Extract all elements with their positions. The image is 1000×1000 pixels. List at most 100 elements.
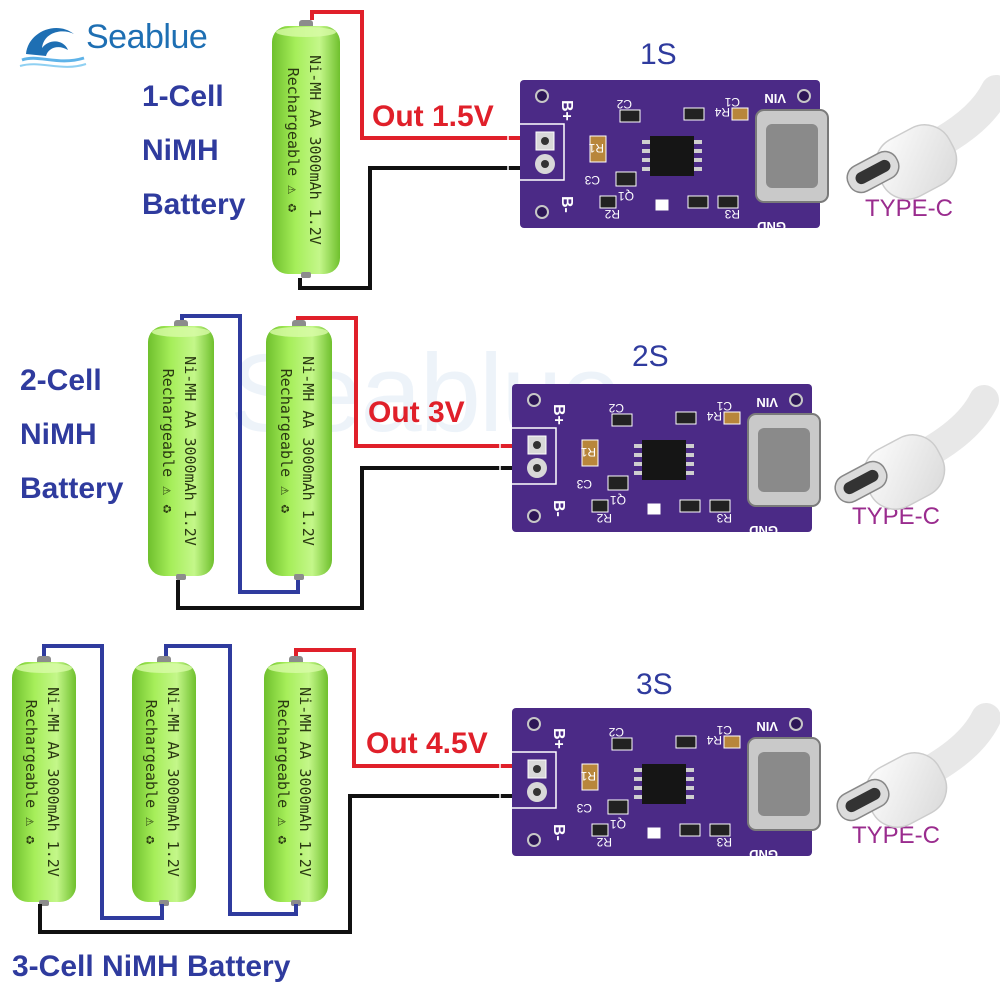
smd-component xyxy=(723,735,741,749)
battery-label-line-1: Ni-MH AA 3000mAh 1.2V xyxy=(306,55,324,245)
battery-body xyxy=(264,662,328,902)
smd-component xyxy=(709,499,731,513)
smd-component xyxy=(731,107,749,121)
silk-b-plus: B+ xyxy=(550,404,567,425)
mounting-hole xyxy=(535,89,549,103)
battery-label-line-2: Rechargeable ⚠ ♻ xyxy=(159,369,177,514)
smd-component xyxy=(647,827,661,839)
silk-r1: R1 xyxy=(588,141,604,155)
smd-component xyxy=(599,195,617,209)
silk-r2: R2 xyxy=(596,511,612,525)
ic-pin xyxy=(694,167,702,171)
section-2-battery-label: 2-Cell NiMH Battery xyxy=(20,354,123,516)
silk-c1: C1 xyxy=(724,95,740,109)
usb-c-plug-contacts xyxy=(855,159,891,185)
mounting-hole xyxy=(527,833,541,847)
smd-component xyxy=(679,823,701,837)
pad-b-minus-hole xyxy=(533,788,541,796)
section-3-wire-series-2 xyxy=(164,644,298,916)
smd-component xyxy=(581,763,599,791)
section-1-series-label: 1S xyxy=(640,38,677,71)
wave-icon xyxy=(19,27,87,68)
usb-c-receptacle-inner xyxy=(758,752,810,816)
battery-top-highlight xyxy=(268,663,324,673)
section-2-output-label: Out 3V xyxy=(368,396,465,429)
section-3-series-label: 3S xyxy=(636,668,673,701)
ic-pin xyxy=(634,471,642,475)
ic-pin xyxy=(634,444,642,448)
pad-b-plus-hole xyxy=(541,137,549,145)
ic-pin xyxy=(686,795,694,799)
section-1-battery-label: 1-Cell NiMH Battery xyxy=(142,70,245,232)
ic-pin xyxy=(642,149,650,153)
ic-pin xyxy=(634,786,642,790)
smd-component xyxy=(607,475,629,491)
smd-component xyxy=(687,195,709,209)
ic-pin xyxy=(642,158,650,162)
section-1-wire-positive xyxy=(310,10,536,140)
ic-pin xyxy=(634,795,642,799)
mounting-hole xyxy=(535,205,549,219)
silk-c3: C3 xyxy=(576,801,592,815)
silk-q1: Q1 xyxy=(610,493,626,507)
silk-q1: Q1 xyxy=(610,817,626,831)
usb-c-plug-contacts xyxy=(843,469,879,495)
section-2-wire-positive xyxy=(296,316,536,448)
ic-pin xyxy=(686,471,694,475)
pad-b-plus-hole xyxy=(533,441,541,449)
battery-body xyxy=(148,326,214,576)
battery-top-highlight xyxy=(136,663,192,673)
smd-component xyxy=(647,503,661,515)
smd-component xyxy=(607,799,629,815)
battery-terminal-negative xyxy=(294,574,304,580)
battery-label-line-1: Ni-MH AA 3000mAh 1.2V xyxy=(296,687,314,877)
smd-component xyxy=(589,135,607,163)
section-2-series-label: 2S xyxy=(632,340,669,373)
ic-pin xyxy=(686,453,694,457)
battery-top-highlight xyxy=(270,327,328,337)
usb-c-receptacle-inner xyxy=(766,124,818,188)
ic-pin xyxy=(634,462,642,466)
silk-b-plus: B+ xyxy=(558,100,575,121)
battery-top-highlight xyxy=(152,327,210,337)
battery-connector-outline xyxy=(507,123,565,181)
silk-c1: C1 xyxy=(716,399,732,413)
ic-pin xyxy=(686,444,694,448)
mounting-hole xyxy=(789,393,803,407)
brand-name: Seablue xyxy=(86,18,208,56)
battery-terminal-negative xyxy=(291,900,301,906)
silk-r4: R4 xyxy=(706,409,722,423)
section-3-wire-series-1 xyxy=(42,644,164,920)
battery-label-line-2: Rechargeable ⚠ ♻ xyxy=(274,700,292,845)
section-3-battery-label: 3-Cell NiMH Battery xyxy=(12,950,291,983)
smd-component xyxy=(675,411,697,425)
silk-gnd: GND xyxy=(749,847,778,862)
brand-logo: Seablue xyxy=(18,14,248,74)
battery-connector-outline xyxy=(499,751,557,809)
battery-label-line-1: Ni-MH AA 3000mAh 1.2V xyxy=(164,687,182,877)
smd-component xyxy=(591,499,609,513)
section-2-usb-c-cable xyxy=(834,385,999,510)
ic-pin xyxy=(686,777,694,781)
battery-label-line-2: Rechargeable ⚠ ♻ xyxy=(284,68,302,213)
battery-body xyxy=(132,662,196,902)
section-1-wire-negative xyxy=(298,166,548,290)
ic-pin xyxy=(634,768,642,772)
pad-b-plus-hole xyxy=(533,765,541,773)
battery-body xyxy=(266,326,332,576)
smd-component xyxy=(679,499,701,513)
smd-component xyxy=(683,107,705,121)
silk-gnd: GND xyxy=(749,523,778,538)
silk-c2: C2 xyxy=(616,97,632,111)
smd-component xyxy=(717,195,739,209)
mounting-hole xyxy=(789,717,803,731)
battery-top-highlight xyxy=(276,27,336,37)
